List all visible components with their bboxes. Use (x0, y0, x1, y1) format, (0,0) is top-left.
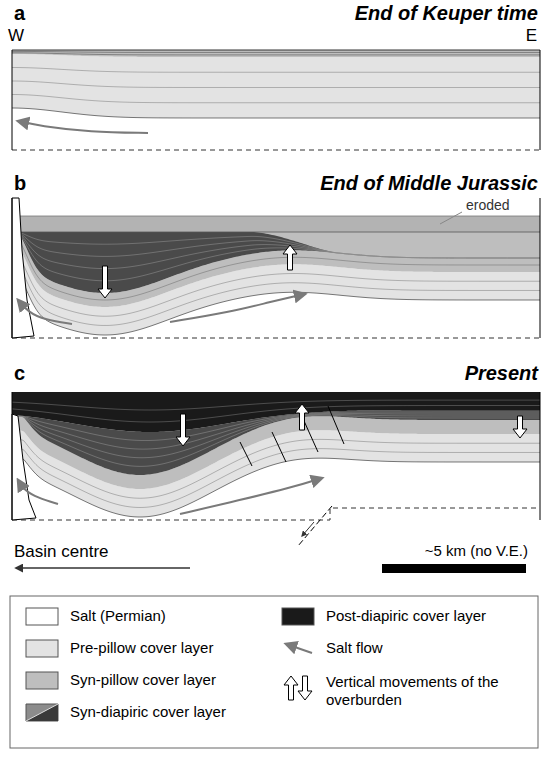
section-border (540, 50, 541, 150)
salt-diapir (12, 414, 36, 520)
legend-salt-flow (286, 644, 312, 653)
section-border (12, 392, 13, 520)
bedding-line (12, 231, 540, 258)
panel-title: a (14, 2, 25, 25)
section-border (540, 198, 541, 338)
fault-slip-arrow (302, 522, 314, 536)
vertical-movement-arrow (284, 676, 298, 700)
legend-label: Salt (Permian) (70, 607, 275, 625)
bedding-line (12, 53, 540, 55)
scale-bar (382, 564, 526, 573)
vertical-movement-arrow (513, 416, 527, 438)
salt-flow-arrow (18, 480, 58, 504)
annotation-label: eroded (466, 197, 510, 213)
section-border (12, 198, 13, 338)
bedding-line (12, 439, 540, 498)
section-a (12, 50, 540, 150)
legend-label: Pre-pillow cover layer (70, 639, 275, 657)
bedding-line (12, 230, 540, 268)
fault-line (272, 432, 286, 462)
syn-pillow-layer (12, 50, 540, 57)
axis-label: Basin centre (14, 542, 109, 562)
salt-top-line (12, 271, 540, 335)
legend-swatch (282, 608, 314, 625)
axis-label: E (526, 26, 537, 46)
salt-flow-arrow (18, 300, 72, 324)
bedding-line (12, 406, 540, 423)
panel-title: Present (465, 362, 538, 385)
fault-line (240, 442, 252, 466)
legend-box (10, 596, 538, 748)
section-border (540, 392, 541, 520)
section-border (12, 50, 13, 150)
bedding-line (12, 262, 540, 326)
post-diapiric-layer (12, 392, 540, 432)
panel-title: End of Keuper time (355, 2, 538, 25)
salt-base-line (12, 150, 540, 151)
legend-label: Syn-pillow cover layer (70, 671, 275, 689)
unconformity-line (12, 232, 540, 233)
bedding-line (12, 68, 540, 73)
pre-pillow-layer (12, 54, 540, 118)
salt-base-line (12, 508, 540, 520)
bedding-line (12, 448, 540, 507)
basement-fault (298, 506, 332, 546)
legend-swatch (26, 704, 58, 721)
section-c (12, 392, 540, 546)
fault-line (328, 406, 344, 444)
vertical-movement-arrow (98, 266, 112, 298)
panel-title: b (14, 172, 26, 195)
eroded-layer (12, 216, 540, 232)
syn-pillow-layer (12, 229, 540, 307)
vertical-movement-arrow (295, 404, 309, 430)
legend-swatch (26, 672, 58, 689)
section-b (12, 198, 540, 338)
legend-swatch (26, 608, 58, 625)
vertical-movement-arrow (176, 414, 190, 446)
legend-label: Salt flow (326, 639, 531, 657)
bedding-line (12, 230, 540, 281)
vertical-movement-arrow (298, 676, 312, 700)
surface-line (12, 50, 540, 51)
bedding-line (12, 400, 540, 410)
legend-label: Syn-diapiric cover layer (70, 703, 275, 721)
salt-base-line (12, 338, 540, 339)
legend-swatches (26, 608, 314, 721)
salt-flow-arrow (170, 294, 305, 322)
erosion-top-line (12, 216, 540, 217)
vertical-movement-arrow (283, 245, 297, 270)
bedding-line (12, 95, 540, 103)
axis-label: W (8, 26, 24, 46)
salt-flow-arrow (180, 478, 322, 514)
panel-title: c (14, 362, 25, 385)
bedding-line (12, 81, 540, 88)
salt-diapir (12, 198, 34, 338)
salt-flow-arrow (18, 121, 148, 133)
legend-swatch (26, 704, 58, 721)
bedding-line (12, 51, 540, 52)
legend-label: Vertical movements of the overburden (326, 673, 531, 709)
leader-line (440, 212, 462, 224)
bedding-line (12, 252, 540, 316)
salt-top-line (12, 108, 540, 118)
legend-label: Post-diapiric cover layer (326, 607, 531, 625)
bedding-line (12, 236, 540, 300)
legend-swatch (26, 640, 58, 657)
axis-label: ~5 km (no V.E.) (425, 542, 528, 559)
legend-swatch (26, 704, 58, 721)
panel-title: End of Middle Jurassic (320, 172, 538, 195)
basin-centre-arrow (16, 567, 190, 569)
